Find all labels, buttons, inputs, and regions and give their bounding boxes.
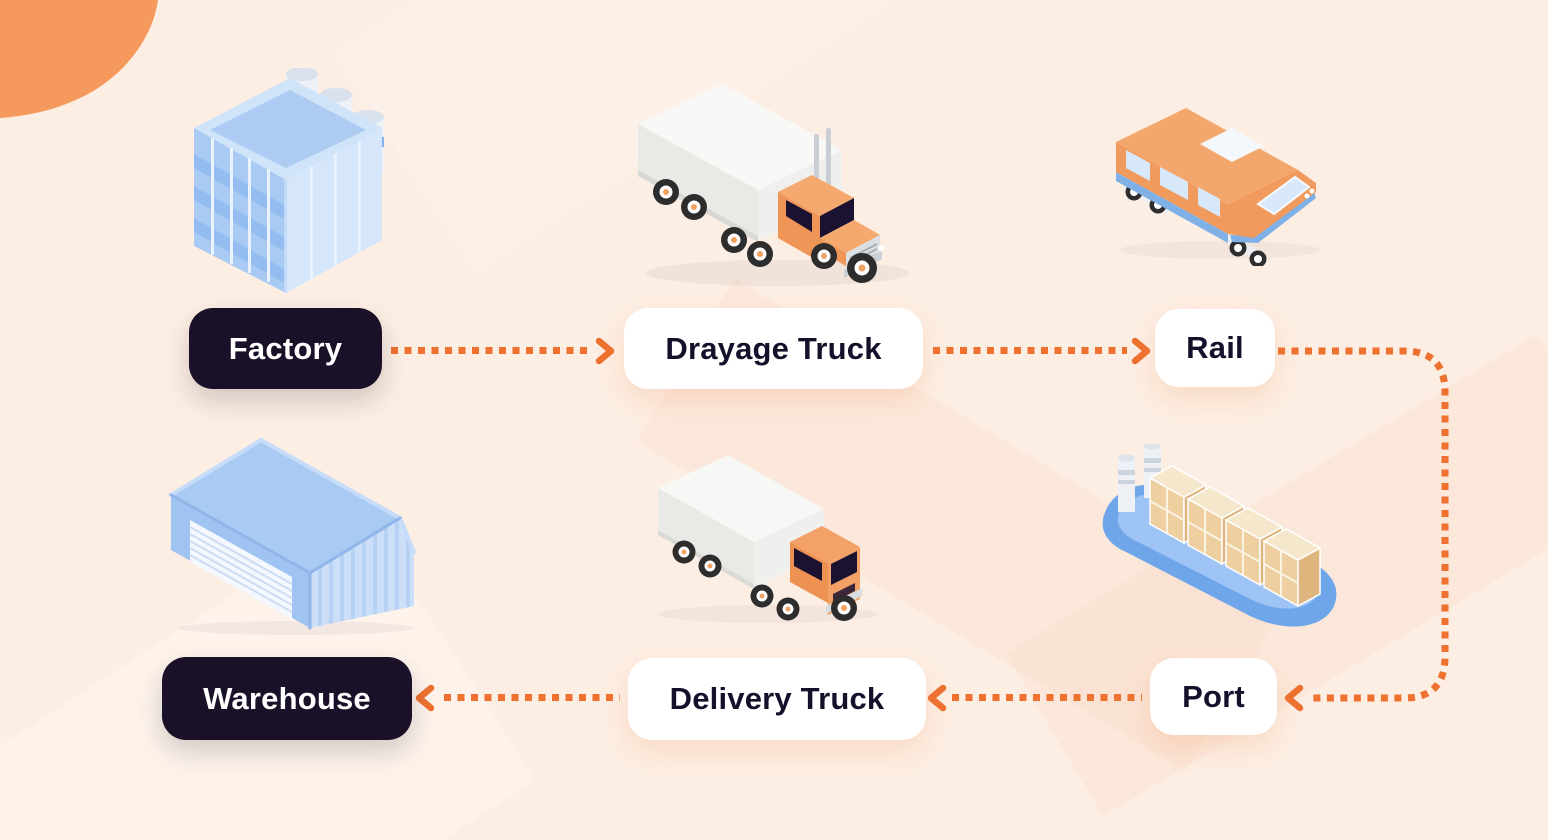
node-pill-drayage-truck: Drayage Truck — [624, 308, 923, 389]
trailer-wheels — [653, 179, 773, 267]
truck-wheels — [672, 540, 800, 621]
chevron-left-icon — [927, 684, 947, 712]
node-pill-delivery-truck: Delivery Truck — [628, 658, 926, 740]
port-ship-illustration — [1102, 444, 1337, 627]
node-pill-factory: Factory — [189, 308, 382, 389]
node-pill-rail: Rail — [1155, 309, 1275, 387]
rail-train-illustration — [1116, 108, 1320, 266]
dotted-line-port-to-delivery — [952, 694, 1142, 701]
factory-illustration — [194, 68, 384, 293]
dotted-curve-rail-to-port — [1278, 347, 1449, 702]
node-pill-warehouse: Warehouse — [162, 657, 412, 740]
delivery-truck-illustration — [658, 455, 878, 623]
chevron-left-icon — [415, 684, 435, 712]
dotted-line-drayage-to-rail — [933, 347, 1127, 354]
drayage-truck-illustration — [638, 84, 910, 286]
dotted-line-delivery-to-warehouse — [444, 694, 620, 701]
warehouse-illustration — [169, 438, 416, 635]
ship-cargo-containers — [1148, 465, 1322, 608]
chevron-right-icon — [1131, 337, 1151, 365]
chevron-right-icon — [595, 337, 615, 365]
node-pill-port: Port — [1150, 658, 1277, 735]
corner-accent-shape — [0, 0, 158, 118]
dotted-line-factory-to-drayage — [391, 347, 591, 354]
chevron-left-icon — [1284, 684, 1304, 712]
